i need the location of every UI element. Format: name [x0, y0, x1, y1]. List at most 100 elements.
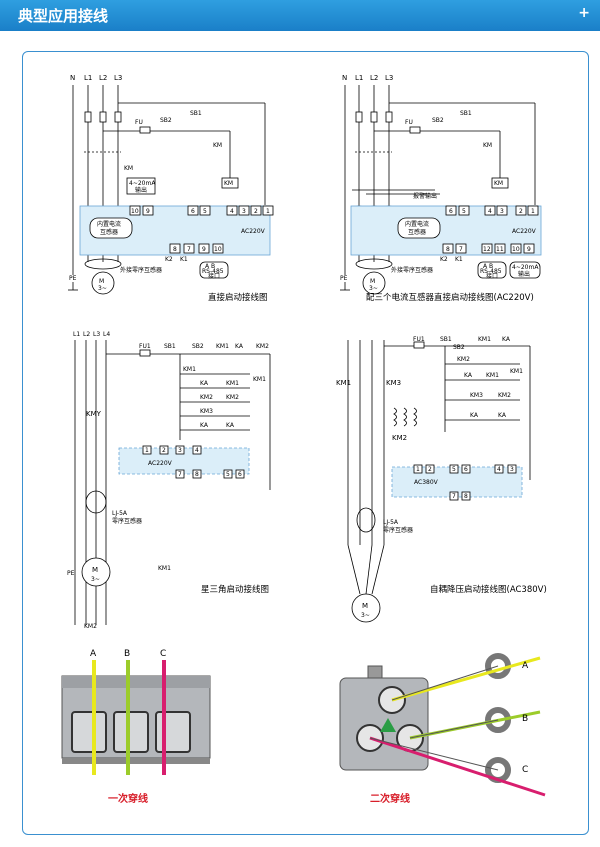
d1-k1: K1 [180, 256, 188, 263]
d4-sb2: SB2 [453, 344, 465, 351]
d3-ka-b: KA [200, 380, 209, 387]
d1-term-7: 7 [187, 246, 191, 253]
d4-motor-sub: 3~ [361, 612, 370, 619]
d1-term-5: 5 [203, 208, 207, 215]
d3-pe: PE [67, 570, 75, 577]
d2-sb2: SB2 [432, 117, 444, 124]
d3-term-2: 2 [162, 447, 166, 454]
d1-term-9b: 9 [202, 246, 206, 253]
d1-motor-sub: 3~ [98, 285, 107, 292]
primary-label-a: A [90, 649, 97, 659]
d3-ka-d: KA [226, 422, 235, 429]
d2-phase-n: N [342, 74, 347, 82]
d3-ka-c: KA [200, 422, 209, 429]
d2-fu: FU [405, 119, 413, 126]
primary-threading: A B C 一次穿线 [61, 649, 211, 805]
d3-km2-d: KM2 [84, 623, 97, 630]
d4-km1-d: KM1 [336, 379, 351, 387]
d3-km1-d: KM1 [253, 376, 266, 383]
d1-caption: 直接启动接线图 [208, 292, 268, 303]
d3-km1-e: KM1 [158, 565, 171, 572]
d4-ka-c: KA [470, 412, 479, 419]
d4-km1-a: KM1 [478, 336, 491, 343]
d1-term-4: 4 [230, 208, 234, 215]
d3-fu: FU1 [139, 343, 151, 350]
secondary-wire-a [391, 656, 541, 702]
d2-term-8: 8 [446, 246, 450, 253]
d4-term-4: 4 [497, 466, 501, 473]
d1-port: 接口 [208, 272, 220, 280]
d3-phase-4: L4 [103, 331, 110, 338]
d3-sb2: SB2 [192, 343, 204, 350]
d4-lj-sub: 零序互感器 [383, 526, 413, 534]
d4-term-8: 8 [464, 493, 468, 500]
d2-term-10: 10 [512, 246, 520, 253]
d3-caption: 星三角启动接线图 [201, 584, 269, 595]
d4-term-1: 1 [416, 466, 420, 473]
d1-km-coil-label: KM [224, 180, 233, 187]
d2-motor-sub: 3~ [369, 285, 378, 292]
d1-ext-ct: 外接零序互感器 [120, 266, 162, 274]
d1-motor: M [99, 278, 104, 285]
d2-motor: M [370, 278, 375, 285]
d3-ka-a: KA [235, 343, 244, 350]
d4-term-3: 3 [510, 466, 514, 473]
d2-term-2: 2 [519, 208, 523, 215]
primary-label-c: C [160, 649, 166, 659]
secondary-wire-c [369, 736, 546, 797]
d4-ac: AC380V [414, 479, 439, 486]
d2-caption: 配三个电流互感器直接启动接线图(AC220V) [366, 292, 534, 303]
d1-term-10b: 10 [214, 246, 222, 253]
d2-ct-line2: 互感器 [408, 228, 426, 236]
d2-sb1: SB1 [460, 110, 472, 117]
secondary-label-a: A [522, 661, 529, 671]
d1-phase-l2: L2 [99, 74, 107, 82]
d1-phase-l1: L1 [84, 74, 92, 82]
d3-sb1: SB1 [164, 343, 176, 350]
d4-km3-a: KM3 [470, 392, 483, 399]
diagram-star-delta: L1 L2 L3 L4 FU1 SB1 SB2 KM1 KA KM2 KM1 K… [67, 331, 271, 630]
d4-km1-c: KM1 [510, 368, 523, 375]
section-header: 典型应用接线 + [0, 0, 600, 31]
d1-km-aux-label: KM [213, 142, 222, 149]
d1-ab: A B [205, 263, 215, 270]
d2-rs485: RS-485 [480, 268, 502, 275]
d3-term-7: 7 [178, 471, 182, 478]
d3-term-5: 5 [226, 471, 230, 478]
d4-km2-a: KM2 [457, 356, 470, 363]
d2-out-4-20: 4~20mA [512, 264, 539, 271]
d2-port: 接口 [486, 272, 498, 280]
d1-ac-label: AC220V [241, 228, 266, 235]
secondary-threading: A B C 二次穿线 [339, 653, 546, 805]
d4-sb1: SB1 [440, 336, 452, 343]
d1-term-8: 8 [173, 246, 177, 253]
diagram-autotransformer: FU1 SB1 SB2 KM1 KA KM2 KA KM1 KM1 KM3 KM… [336, 336, 547, 623]
d1-k2: K2 [165, 256, 173, 263]
d2-phase-l2: L2 [370, 74, 378, 82]
expand-icon[interactable]: + [578, 5, 590, 21]
d3-ac: AC220V [148, 460, 173, 467]
d2-term-1: 1 [531, 208, 535, 215]
d4-fu: FU1 [413, 336, 425, 343]
d2-out-label: 输出 [518, 270, 530, 278]
d2-term-5: 5 [462, 208, 466, 215]
d2-term-11: 11 [496, 246, 504, 253]
d3-phase-2: L2 [83, 331, 90, 338]
content-frame [22, 51, 589, 835]
d4-km2-b: KM2 [498, 392, 511, 399]
d2-term-4: 4 [488, 208, 492, 215]
secondary-caption: 二次穿线 [370, 792, 410, 805]
d3-lj-sub: 零序互感器 [112, 517, 142, 525]
d2-term-6: 6 [449, 208, 453, 215]
d3-term-1: 1 [145, 447, 149, 454]
d2-k2: K2 [440, 256, 448, 263]
d1-term-9: 9 [146, 208, 150, 215]
primary-label-b: B [124, 649, 130, 659]
d3-lj: LJ-5A [112, 510, 128, 517]
d2-term-9: 9 [527, 246, 531, 253]
d4-km2-c: KM2 [392, 434, 407, 442]
d4-caption: 自耦降压启动接线图(AC380V) [430, 584, 547, 595]
d2-term-12: 12 [483, 246, 491, 253]
d2-pe: PE [340, 275, 348, 282]
